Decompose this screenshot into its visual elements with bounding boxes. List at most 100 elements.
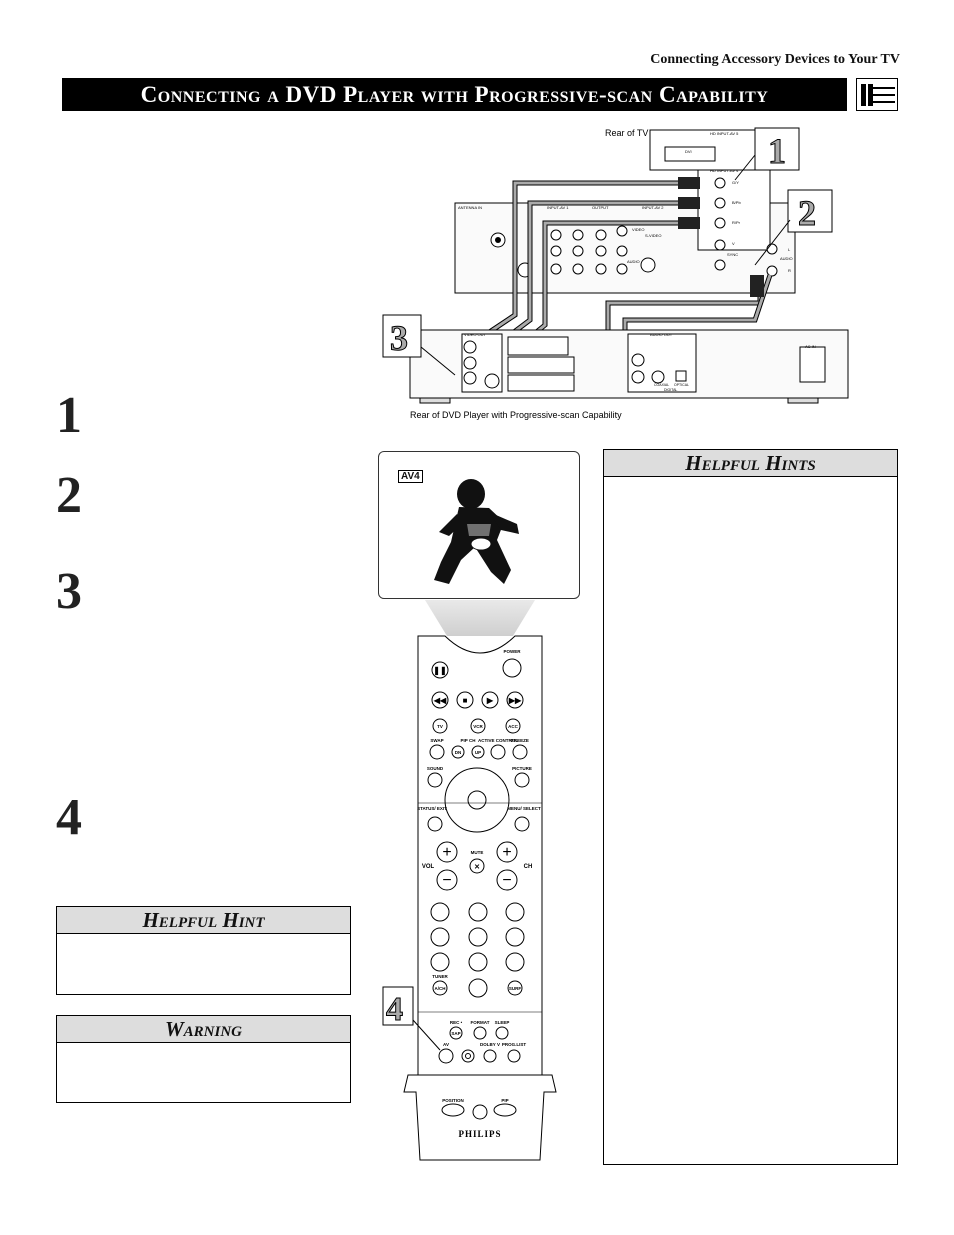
tv-label-r: R <box>788 268 791 273</box>
tv-label: TV <box>437 724 443 729</box>
vcr-label: VCR <box>473 724 483 729</box>
minus-icon: − <box>442 872 451 889</box>
tv-label-video: VIDEO <box>632 227 644 232</box>
mute-icon: ✕ <box>474 864 480 871</box>
rec-label: REC • <box>450 1020 463 1025</box>
tv-label-antenna: ANTENNA IN <box>458 205 482 210</box>
av-button[interactable] <box>438 1048 454 1064</box>
status-exit-button[interactable] <box>427 816 443 832</box>
page-title: Connecting a DVD Player with Progressive… <box>62 78 847 111</box>
power-button[interactable] <box>502 658 522 678</box>
sap-label: SAP <box>451 1031 460 1036</box>
dolby-v-button[interactable] <box>461 1049 475 1063</box>
step-number-1: 1 <box>56 387 82 444</box>
tv-label-gy: G/Y <box>732 180 739 185</box>
rear-dvd-label: Rear of DVD Player with Progressive-scan… <box>410 410 622 420</box>
tv-screen: AV4 <box>378 451 580 599</box>
dvd-label-digital: DIGITAL <box>664 388 677 392</box>
pip-button[interactable] <box>493 1103 517 1117</box>
av4-badge: AV4 <box>398 470 423 483</box>
tuner-label: TUNER <box>432 974 448 979</box>
pip-ch-down-button[interactable] <box>451 745 465 759</box>
ach-label: A/CH <box>435 986 446 991</box>
acc-label: ACC <box>508 724 518 729</box>
ach-button[interactable] <box>432 980 448 996</box>
rewind-button[interactable] <box>431 691 449 709</box>
tv-label-av1: INPUT-AV 1 <box>547 205 569 210</box>
section-label: Connecting Accessory Devices to Your TV <box>650 52 900 67</box>
callout-1: 1 <box>768 131 786 171</box>
ok-button[interactable] <box>467 790 487 810</box>
tv-label-hd4: HD INPUT-AV 4 <box>710 168 739 173</box>
fast-forward-button[interactable] <box>506 691 524 709</box>
warning-heading: Warning <box>57 1016 350 1043</box>
channel-up-button[interactable] <box>496 841 518 863</box>
format-button[interactable] <box>473 1026 487 1040</box>
digit-2-button[interactable] <box>468 902 488 922</box>
plus-icon: + <box>502 844 511 861</box>
volume-down-button[interactable] <box>436 869 458 891</box>
sap-button[interactable] <box>449 1026 463 1040</box>
pip-ch-up-button[interactable] <box>471 745 485 759</box>
sleep-button[interactable] <box>495 1026 509 1040</box>
sound-button[interactable] <box>427 772 443 788</box>
digit-6-button[interactable] <box>505 927 525 947</box>
ch-label: CH <box>524 864 533 870</box>
digit-1-button[interactable] <box>430 902 450 922</box>
digit-4-button[interactable] <box>430 927 450 947</box>
menu-select-label: MENU/ SELECT <box>507 806 541 811</box>
swap-button[interactable] <box>429 744 445 760</box>
active-control-button[interactable] <box>490 744 506 760</box>
channel-down-button[interactable] <box>496 869 518 891</box>
volume-up-button[interactable] <box>436 841 458 863</box>
vcr-button[interactable] <box>470 718 486 734</box>
menu-select-button[interactable] <box>514 816 530 832</box>
remote-control: POWER ❚❚ ◀◀ ■ ▶ ▶▶ TV VCR ACC SWAP PIP C… <box>382 635 557 1161</box>
dvd-label-optical: OPTICAL <box>674 383 689 387</box>
sound-label: SOUND <box>427 766 444 771</box>
vol-label: VOL <box>422 864 435 870</box>
tv-label-audio: AUDIO <box>780 256 793 261</box>
step-number-3: 3 <box>56 563 82 620</box>
minus-icon: − <box>502 872 511 889</box>
helpful-hints-heading: Helpful Hints <box>604 450 897 477</box>
position-button[interactable] <box>441 1103 465 1117</box>
mute-label: MUTE <box>471 850 484 855</box>
stop-button[interactable] <box>456 691 474 709</box>
football-player-image <box>434 479 519 584</box>
surf-label: SURF <box>509 986 522 991</box>
plus-icon: + <box>442 844 451 861</box>
warning-box: Warning <box>56 1015 351 1103</box>
picture-button[interactable] <box>514 772 530 788</box>
digit-3-button[interactable] <box>505 902 525 922</box>
acc-button[interactable] <box>505 718 521 734</box>
tv-button[interactable] <box>432 718 448 734</box>
prog-list-button-2[interactable] <box>507 1049 521 1063</box>
dn-label: DN <box>455 750 462 755</box>
digit-9-button[interactable] <box>505 952 525 972</box>
prog-list-button[interactable] <box>483 1049 497 1063</box>
tv-label-av2: INPUT-AV 2 <box>642 205 664 210</box>
pip-toggle-button[interactable] <box>472 1104 488 1120</box>
helpful-hint-box: Helpful Hint <box>56 906 351 995</box>
digit-0-button[interactable] <box>468 978 488 998</box>
connection-icon <box>856 78 898 111</box>
freeze-button[interactable] <box>512 744 528 760</box>
up-label: UP <box>475 750 481 755</box>
pause-button[interactable] <box>431 661 449 679</box>
status-exit-label: STATUS/ EXIT <box>417 806 447 811</box>
callout-2: 2 <box>798 193 816 233</box>
prog-list-label: PROG.LIST <box>502 1042 527 1047</box>
digit-5-button[interactable] <box>468 927 488 947</box>
tv-label-hd5: HD INPUT-AV 5 <box>710 131 739 136</box>
format-label: FORMAT <box>471 1020 490 1025</box>
digit-8-button[interactable] <box>468 952 488 972</box>
av-label: AV <box>443 1042 449 1047</box>
dvd-label-coaxial: COAXIAL <box>654 383 669 387</box>
digit-7-button[interactable] <box>430 952 450 972</box>
mute-button[interactable] <box>469 858 485 874</box>
picture-label: PICTURE <box>512 766 532 771</box>
swap-label: SWAP <box>430 738 443 743</box>
play-button[interactable] <box>481 691 499 709</box>
surf-button[interactable] <box>507 980 523 996</box>
